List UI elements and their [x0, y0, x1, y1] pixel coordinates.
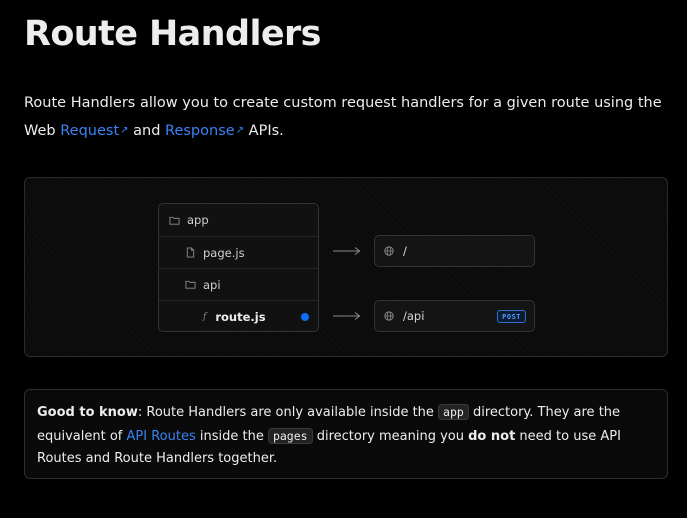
tree-item-api: api — [159, 268, 318, 300]
folder-icon — [169, 216, 180, 225]
code-app: app — [438, 404, 469, 420]
response-link[interactable]: Response↗ — [165, 123, 244, 139]
code-pages: pages — [267, 427, 313, 444]
callout-text: directory. They are the equivalent of — [37, 405, 621, 444]
route-path: /api — [403, 309, 425, 323]
file-icon — [186, 247, 195, 258]
api-routes-link[interactable]: API Routes — [126, 428, 196, 444]
route-api: /api POST — [374, 300, 535, 332]
arrow-right-icon — [333, 247, 361, 255]
globe-icon — [384, 311, 394, 321]
route-path: / — [403, 244, 407, 258]
intro-text-before: Route Handlers allow you to create custo… — [24, 95, 662, 139]
response-link-label: Response — [165, 123, 235, 139]
route-root: / — [374, 235, 535, 267]
route-diagram: app page.js api f route.js — [24, 177, 668, 357]
callout-text: inside the — [195, 428, 268, 444]
tree-item-label: app — [187, 213, 209, 227]
request-link-label: Request — [60, 123, 120, 139]
folder-icon — [185, 280, 196, 289]
tree-item-app: app — [159, 204, 318, 236]
arrow-right-icon — [333, 312, 361, 320]
callout-text: need to use API Routes and Route Handler… — [37, 428, 621, 467]
request-link[interactable]: Request↗ — [60, 123, 128, 139]
good-to-know-callout: Good to know: Route Handlers are only av… — [24, 389, 668, 479]
external-link-icon: ↗ — [235, 125, 245, 136]
function-icon: f — [203, 311, 207, 322]
callout-emphasis: do not — [468, 428, 516, 444]
callout-heading: Good to know — [37, 405, 138, 420]
callout-text: : Route Handlers are only available insi… — [137, 405, 439, 420]
tree-item-label: route.js — [215, 309, 266, 324]
page-title: Route Handlers — [24, 14, 321, 54]
globe-icon — [384, 246, 394, 256]
active-dot-icon — [301, 313, 309, 321]
tree-item-label: api — [203, 277, 221, 292]
tree-item-page-js: page.js — [159, 236, 318, 268]
tree-item-label: page.js — [203, 245, 245, 260]
tree-item-route-js: f route.js — [159, 300, 318, 332]
post-method-badge: POST — [497, 310, 526, 323]
intro-paragraph: Route Handlers allow you to create custo… — [24, 89, 674, 147]
intro-text-mid: and — [128, 123, 166, 139]
external-link-icon: ↗ — [120, 125, 129, 136]
callout-text: directory meaning you — [312, 428, 469, 444]
intro-text-after: APIs. — [244, 123, 284, 139]
file-tree: app page.js api f route.js — [158, 203, 319, 332]
